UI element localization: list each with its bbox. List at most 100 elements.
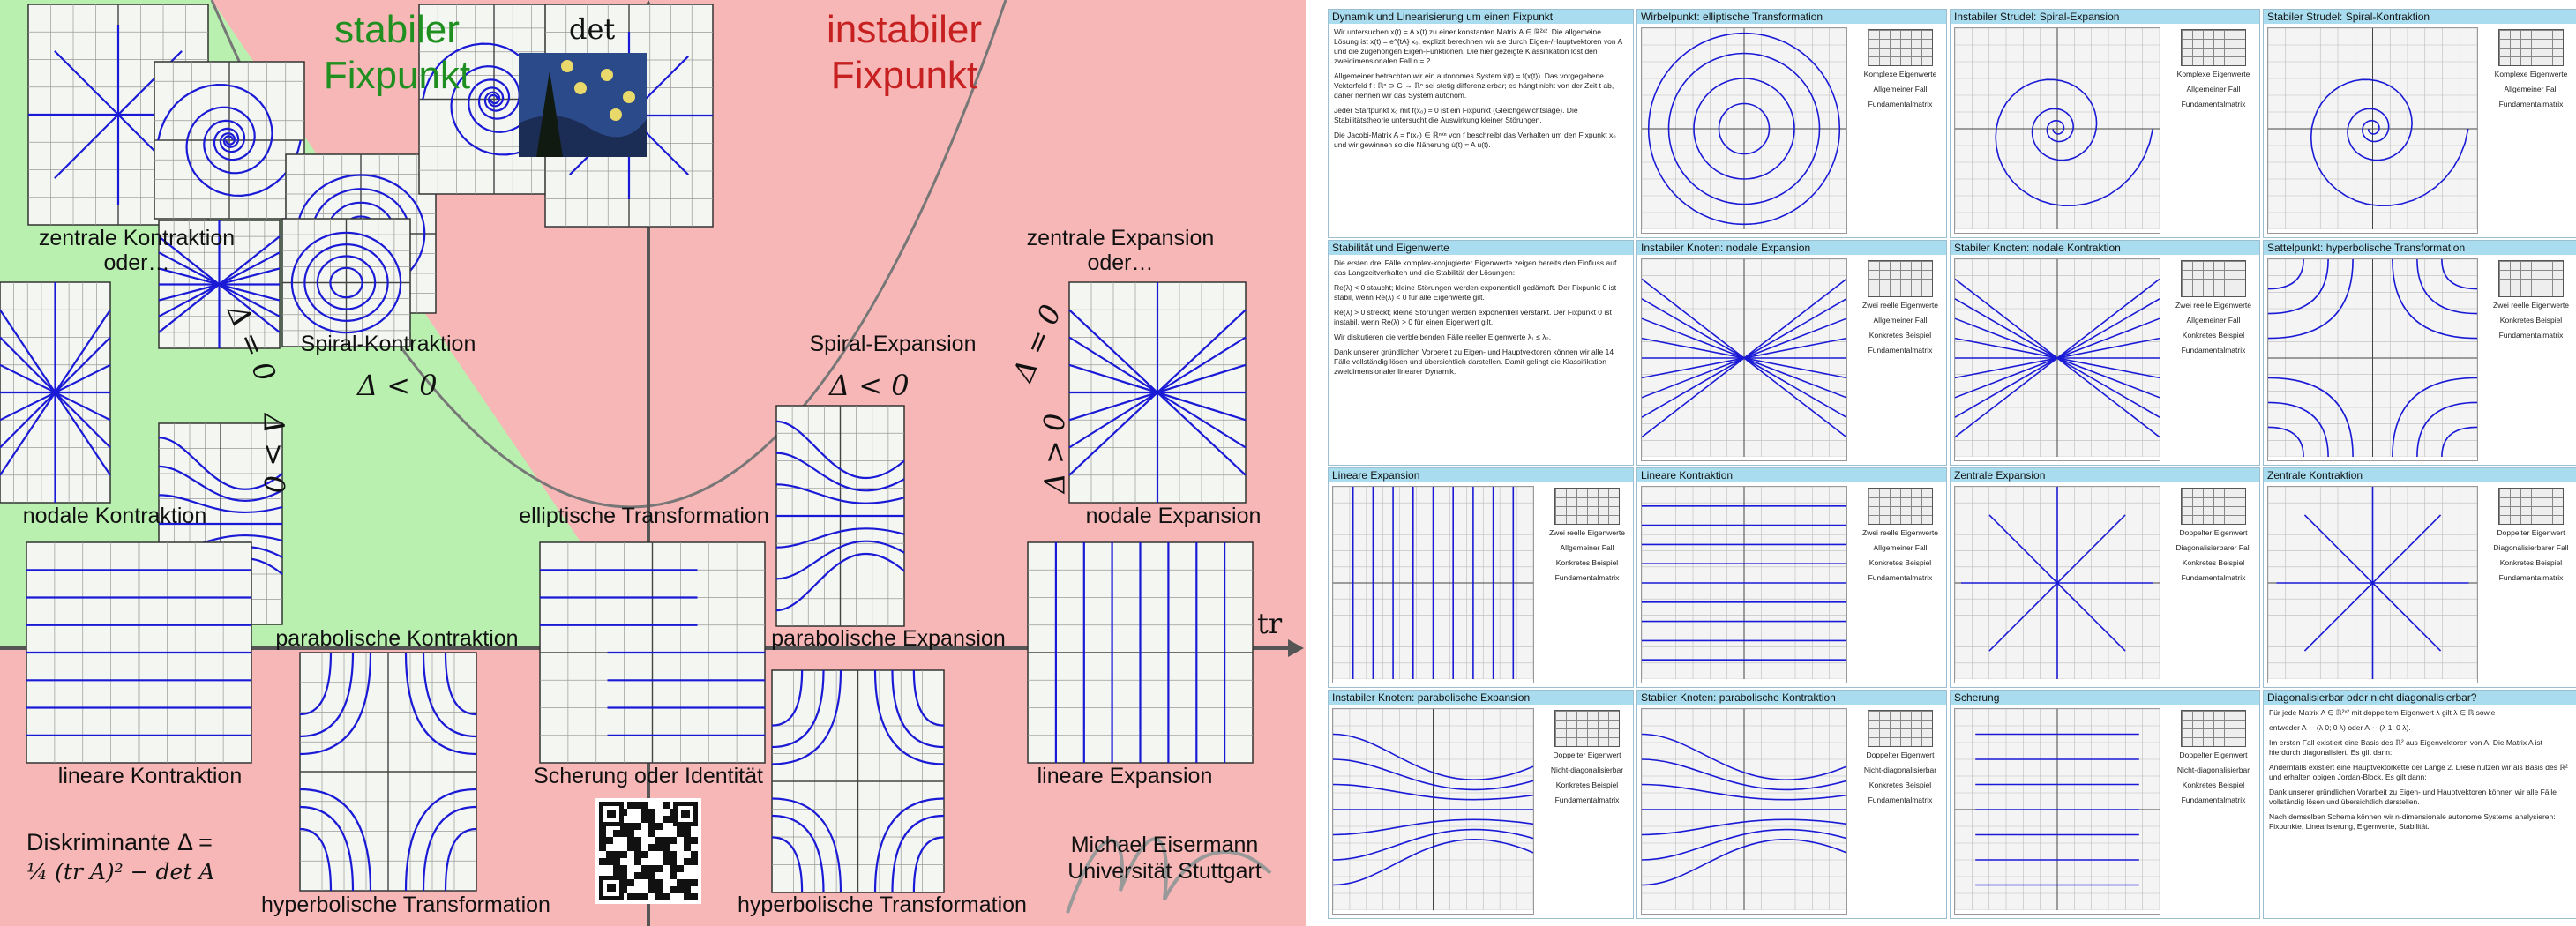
axis-tr-label: tr bbox=[1257, 607, 1283, 640]
eigenvalue-plane-thumbnail bbox=[2498, 29, 2564, 66]
sidebar-caption: Allgemeiner Fall bbox=[1873, 543, 1928, 552]
slide-title: Lineare Kontraktion bbox=[1637, 468, 1946, 482]
sidebar-caption: Diagonalisierbarer Fall bbox=[2493, 543, 2569, 552]
eigenvalue-plane-thumbnail bbox=[2181, 488, 2246, 525]
sidebar-caption: Allgemeiner Fall bbox=[2186, 316, 2241, 325]
slide-title: Instabiler Knoten: nodale Expansion bbox=[1637, 241, 1946, 255]
slide-title: Zentrale Expansion bbox=[1951, 468, 2259, 482]
phase-portrait bbox=[1641, 708, 1847, 911]
phase-portrait-frame bbox=[1954, 708, 2160, 915]
sidebar-caption: Zwei reelle Eigenwerte bbox=[2175, 301, 2251, 310]
label-hyperbolic-right: hyperbolische Transformation bbox=[738, 892, 1027, 917]
author-name: Michael Eisermann bbox=[1070, 833, 1259, 857]
tile-nodal-contraction bbox=[0, 281, 111, 504]
tile-node-link bbox=[158, 220, 281, 349]
tile-nodal-expansion bbox=[1068, 281, 1247, 504]
sidebar-caption: Allgemeiner Fall bbox=[1560, 543, 1614, 552]
discriminant-line1: Diskriminante Δ = bbox=[26, 829, 213, 855]
eigenvalue-plane-thumbnail bbox=[2181, 710, 2246, 747]
sidebar-caption: Doppelter Eigenwert bbox=[2179, 528, 2248, 537]
sidebar-caption: Fundamentalmatrix bbox=[1868, 573, 1933, 582]
slide-paragraph: Andernfalls existiert eine Hauptvektorke… bbox=[2269, 763, 2568, 781]
slide-paragraph: Für jede Matrix A ∈ ℝ²ˣ² mit doppeltem E… bbox=[2269, 708, 2496, 717]
label-linear-contraction: lineare Kontraktion bbox=[57, 764, 243, 788]
phase-portrait-frame bbox=[2267, 258, 2478, 461]
phase-portrait-frame bbox=[2267, 486, 2478, 683]
slide-paragraph: Dank unserer gründlichen Vorarbeit zu Ei… bbox=[2269, 788, 2557, 806]
label-central-contraction: zentrale Kontraktion oder… bbox=[38, 226, 236, 275]
sidebar-caption: Komplexe Eigenwerte bbox=[1863, 70, 1937, 78]
eigenvalue-plane-thumbnail bbox=[2498, 260, 2564, 297]
sidebar-caption: Allgemeiner Fall bbox=[1873, 85, 1928, 93]
tile-spiral-contraction bbox=[154, 61, 305, 220]
phase-portrait bbox=[1332, 486, 1534, 680]
slide-paragraph: Re(λ) > 0 streckt; kleine Störungen werd… bbox=[1334, 308, 1612, 326]
phase-portrait-frame bbox=[1641, 486, 1847, 683]
signature-logo bbox=[1066, 837, 1272, 914]
phase-portrait-frame bbox=[1954, 486, 2160, 683]
tile-linear-contraction bbox=[26, 541, 252, 764]
unstable-title: instabiler Fixpunkt bbox=[826, 8, 983, 97]
axis-det-label: det bbox=[569, 12, 616, 46]
slide-paragraph: Die ersten drei Fälle komplex-konjugiert… bbox=[1334, 258, 1617, 277]
sidebar-caption: Konkretes Beispiel bbox=[2499, 558, 2563, 567]
slide-text: Die ersten drei Fälle komplex-konjugiert… bbox=[1329, 255, 1633, 385]
slide-title: Stabiler Knoten: nodale Kontraktion bbox=[1951, 241, 2259, 255]
slide-title: Zentrale Kontraktion bbox=[2264, 468, 2576, 482]
phase-portrait bbox=[1641, 486, 1847, 680]
eigenvalue-plane-thumbnail bbox=[1868, 710, 1933, 747]
slide-paragraph: entweder A ∼ (λ 0; 0 λ) oder A ∼ (λ 1; 0… bbox=[2269, 723, 2411, 732]
sidebar-caption: Konkretes Beispiel bbox=[1555, 780, 1619, 789]
delta-gt-left: Δ > 0 bbox=[257, 413, 291, 494]
sidebar-caption: Zwei reelle Eigenwerte bbox=[1862, 528, 1938, 537]
tile-elliptic bbox=[281, 218, 411, 347]
phase-portrait-frame bbox=[1641, 708, 1847, 915]
sidebar-caption: Allgemeiner Fall bbox=[2504, 85, 2558, 93]
tile-linear-expansion bbox=[1027, 541, 1254, 764]
sidebar-caption: Konkretes Beispiel bbox=[2182, 558, 2245, 567]
slide-title: Scherung bbox=[1951, 691, 2259, 705]
sidebar-caption: Konkretes Beispiel bbox=[2499, 316, 2563, 325]
label-central-expansion: zentrale Expansion oder… bbox=[1026, 226, 1215, 275]
phase-portrait bbox=[2267, 27, 2478, 230]
sidebar-caption: Konkretes Beispiel bbox=[1868, 331, 1932, 340]
phase-portrait-frame bbox=[1954, 27, 2160, 234]
label-spiral-expansion: Spiral-Expansion bbox=[809, 332, 977, 356]
sidebar-caption: Doppelter Eigenwert bbox=[2497, 528, 2565, 537]
label-nodal-expansion: nodale Expansion bbox=[1085, 504, 1262, 528]
sidebar-caption: Fundamentalmatrix bbox=[2181, 100, 2246, 108]
slide-title: Sattelpunkt: hyperbolische Transformatio… bbox=[2264, 241, 2576, 255]
sidebar-caption: Fundamentalmatrix bbox=[2181, 346, 2246, 355]
sidebar-caption: Fundamentalmatrix bbox=[1868, 795, 1933, 804]
sidebar-caption: Nicht-diagonalisierbar bbox=[1863, 765, 1937, 774]
eigenvalue-plane-thumbnail bbox=[1868, 488, 1933, 525]
sidebar-caption: Fundamentalmatrix bbox=[2498, 100, 2564, 108]
slide-title: Lineare Expansion bbox=[1329, 468, 1633, 482]
slide-paragraph: Allgemeiner betrachten wir ein autonomes… bbox=[1334, 71, 1614, 100]
phase-portrait-frame bbox=[1641, 27, 1847, 234]
slide-title: Instabiler Strudel: Spiral-Expansion bbox=[1951, 10, 2259, 24]
sidebar-caption: Doppelter Eigenwert bbox=[1866, 751, 1935, 759]
slide-title: Stabiler Strudel: Spiral-Kontraktion bbox=[2264, 10, 2576, 24]
qr-code bbox=[595, 798, 701, 904]
sidebar-caption: Komplexe Eigenwerte bbox=[2494, 70, 2568, 78]
phase-portrait-frame bbox=[1332, 486, 1534, 683]
sidebar-caption: Konkretes Beispiel bbox=[1868, 558, 1932, 567]
eigenvalue-plane-thumbnail bbox=[1554, 710, 1620, 747]
slide-text: Für jede Matrix A ∈ ℝ²ˣ² mit doppeltem E… bbox=[2264, 705, 2576, 840]
label-nodal-contraction: nodale Kontraktion bbox=[22, 504, 207, 528]
